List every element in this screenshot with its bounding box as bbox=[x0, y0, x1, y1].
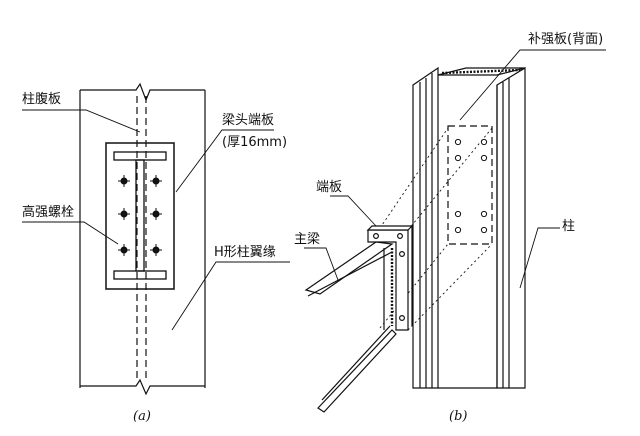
leader-end-plate-b bbox=[330, 195, 377, 227]
leaders-a bbox=[22, 109, 290, 331]
bolt bbox=[150, 208, 162, 220]
label-plate-thickness: (厚16mm) bbox=[222, 135, 288, 150]
leader-column-web bbox=[22, 109, 141, 133]
bolt bbox=[150, 175, 162, 187]
reinforcing-plate-bolts bbox=[454, 138, 488, 234]
label-beam-end-plate: 梁头端板 bbox=[222, 113, 275, 128]
beam-end-plate bbox=[366, 225, 414, 331]
bolt bbox=[150, 244, 162, 256]
label-column: 柱 bbox=[562, 219, 576, 234]
projection-lines bbox=[379, 127, 493, 331]
label-end-plate: 端板 bbox=[316, 180, 343, 195]
leader-end-plate bbox=[175, 129, 274, 193]
leader-h-flange bbox=[171, 261, 290, 331]
leaders-b bbox=[304, 49, 606, 289]
caption-a: (a) bbox=[133, 409, 151, 424]
leader-bolt bbox=[22, 221, 119, 245]
column-top-cap bbox=[437, 67, 526, 76]
high-strength-bolts bbox=[118, 175, 162, 256]
figure-a bbox=[22, 82, 290, 396]
label-h-column-flange: H形柱翼缘 bbox=[214, 245, 276, 260]
break-line-bottom bbox=[80, 378, 205, 396]
label-high-strength-bolt: 高强螺栓 bbox=[22, 205, 75, 220]
figure-b bbox=[304, 49, 606, 413]
bolt bbox=[118, 244, 130, 256]
column-top-weld bbox=[441, 68, 521, 75]
reinforcing-plate bbox=[447, 125, 493, 245]
end-plate bbox=[105, 142, 175, 290]
leader-reinforcing-plate bbox=[459, 49, 606, 121]
leader-main-beam bbox=[304, 247, 339, 281]
beam-i-section bbox=[113, 151, 167, 280]
leader-column bbox=[519, 227, 560, 289]
bolt bbox=[118, 208, 130, 220]
bolt bbox=[118, 175, 130, 187]
break-line-top bbox=[80, 82, 205, 102]
label-column-web: 柱腹板 bbox=[22, 92, 62, 107]
label-reinforcing-plate: 补强板(背面) bbox=[528, 32, 604, 47]
main-beam bbox=[304, 241, 397, 413]
column-right-flange bbox=[496, 66, 526, 389]
caption-b: (b) bbox=[449, 409, 468, 424]
label-main-beam: 主梁 bbox=[294, 232, 321, 247]
column-left-flange bbox=[412, 66, 439, 389]
